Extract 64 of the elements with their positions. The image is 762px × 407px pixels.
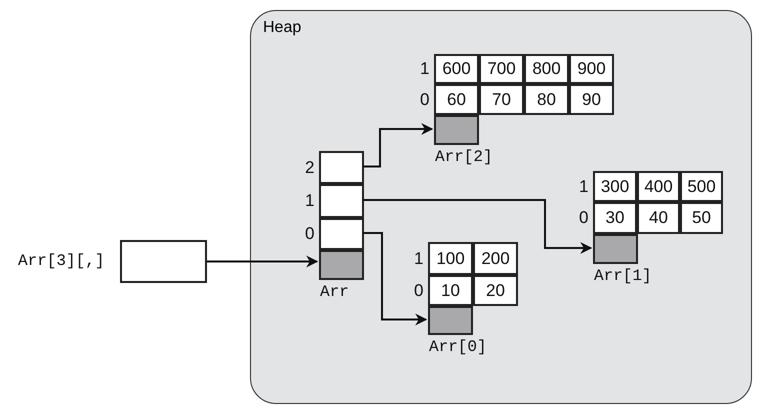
array-name: Arr[1] (594, 267, 652, 285)
cell-value: 20 (486, 280, 505, 300)
array-header-cell (593, 234, 638, 264)
array-cell (479, 54, 524, 84)
row-index: 0 (305, 224, 314, 244)
array-cell (479, 84, 524, 115)
cell-value: 700 (487, 59, 516, 79)
array-cell (428, 275, 473, 306)
row-index: 1 (420, 59, 430, 79)
reference-slot (319, 184, 364, 218)
arrow (363, 199, 592, 254)
array-cell (524, 84, 569, 115)
array-cell (680, 202, 723, 234)
array-cell (637, 202, 680, 234)
row-index: 0 (420, 90, 430, 110)
cell-value: 100 (436, 248, 465, 268)
array-header-cell (434, 115, 479, 145)
array-name: Arr (320, 283, 349, 301)
array-cell (637, 171, 680, 202)
cell-value: 900 (577, 59, 606, 79)
cell-value: 80 (537, 90, 556, 110)
row-index: 1 (414, 248, 424, 268)
array-cell (473, 242, 518, 275)
cell-value: 500 (687, 176, 716, 196)
cell-value: 70 (492, 90, 511, 110)
array-name: Arr[0] (429, 338, 487, 356)
array-cell (524, 54, 569, 84)
array-cell (434, 84, 479, 115)
variable-name: Arr[3][,] (18, 252, 104, 270)
row-index: 1 (579, 176, 588, 196)
cell-value: 90 (582, 90, 601, 110)
cell-value: 10 (441, 280, 460, 300)
cell-value: 400 (644, 176, 673, 196)
heap-region (250, 10, 752, 404)
cell-value: 60 (447, 90, 466, 110)
cell-value: 200 (481, 248, 510, 268)
array-header-cell (428, 306, 473, 335)
array-name: Arr[2] (435, 148, 493, 166)
variable-box (120, 240, 207, 283)
array-cell (434, 54, 479, 84)
row-index: 0 (414, 280, 424, 300)
array-cell (473, 275, 518, 306)
array-cell (428, 242, 473, 275)
cell-value: 50 (692, 208, 711, 228)
array-cell (680, 171, 723, 202)
array-header-cell (319, 250, 364, 280)
cell-value: 600 (442, 59, 471, 79)
array-cell (569, 84, 614, 115)
reference-slot (319, 218, 364, 250)
array-cell (569, 54, 614, 84)
array-cell (593, 202, 637, 234)
row-index: 1 (305, 191, 314, 211)
reference-slot (319, 151, 364, 184)
arrow (363, 123, 434, 168)
arrow (363, 232, 428, 326)
array-cell (593, 171, 637, 202)
cell-value: 40 (649, 208, 668, 228)
cell-value: 300 (600, 176, 630, 196)
cell-value: 800 (532, 59, 561, 79)
row-index: 0 (579, 208, 588, 228)
cell-value: 30 (606, 208, 624, 228)
row-index: 2 (305, 158, 314, 178)
region-title: Heap (263, 19, 302, 37)
arrow (207, 256, 318, 268)
